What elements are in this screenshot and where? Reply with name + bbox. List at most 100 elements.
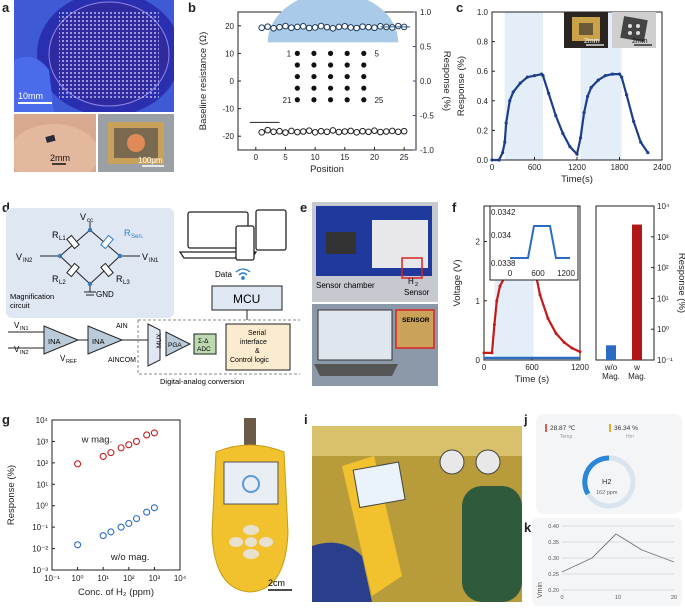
vin2b-sub: IN2 [20,350,29,356]
dac-box [137,319,300,375]
vin2-label: V [16,252,22,262]
y-axis-label-g: Response (%) [6,465,17,525]
data-point-b [359,127,366,135]
rl1-label: R [52,230,59,240]
data-point-b [400,127,408,135]
humidity-value: 36.34 % [614,425,638,432]
data-point-f [495,299,499,303]
data-point-c [632,119,636,124]
panel-label-b: b [188,0,196,15]
vcc-label: V [80,212,86,222]
finger-photo: 2mm [14,114,96,172]
y-tick-label-g: 10⁴ [36,416,49,425]
data-point-b [365,128,372,136]
data-point-b [323,23,331,31]
inset-line-f [510,225,570,259]
data-point-c [501,151,505,155]
data-point-b [264,126,271,134]
vin1-label: V [142,252,148,262]
data-point-g [99,452,107,460]
inset-dot-b [311,73,317,80]
gas-name: H2 [602,477,612,486]
y-tick-label-g: 10⁰ [36,502,48,511]
dac-caption: Digital-analog conversion [160,377,244,386]
panel-label-j: j [524,412,528,427]
data-point-b [388,127,396,135]
gauge-arc [582,455,610,496]
x-tick-label-k: 20 [671,595,677,601]
y-tick-label-k: 0.40 [548,524,559,530]
y-tick-label-f: 2 [476,238,481,247]
data-point-b [299,23,307,30]
data-point-c [646,151,650,155]
package-scale-2: 2mm [632,38,648,45]
data-point-c [639,140,643,144]
sensor-label: SENSOR [402,317,430,324]
data-point-c [541,74,545,78]
bridge-caption-1: Magnification [10,292,54,301]
y-tick-label-k: 0.30 [548,556,559,562]
data-point-c [586,94,590,98]
y-tick-label-k: 0.25 [548,572,559,578]
temp-label: Temp [560,434,572,440]
vmin-label-k: Vmin [537,582,544,598]
chip-scale-label: 100μm [138,156,163,165]
data-point-b [299,128,307,135]
y-tick-label-b: 20 [225,22,234,31]
panel-label-d: d [2,200,10,215]
y-tick-label-b: 0 [230,77,235,86]
x-axis-label-g: Conc. of H₂ (ppm) [78,587,154,598]
y-tick-label-g: 10⁻¹ [32,523,48,532]
aincom-label: AINCOM [108,357,136,364]
x-tick-label-f: 0 [482,363,487,372]
rl1-sub: L1 [59,236,66,242]
rsen-label: R [124,228,131,238]
y2-tick-label-b: 0.0 [420,77,432,86]
panel-label-i: i [304,412,308,427]
x-tick-label-b: 10 [311,153,320,162]
inset-dot-b [311,97,317,103]
data-point-b [347,24,355,31]
ina-1 [43,325,80,355]
data-point-b [329,127,337,134]
data-point-c [504,121,508,125]
data-point-f [498,284,502,288]
data-point-b [288,127,295,135]
data-point-f [538,293,542,297]
data-point-c [503,140,507,144]
data-point-b [311,129,319,136]
legend-w-mag: w mag. [81,434,113,445]
data-point-f [482,351,486,355]
x-tick-label-k: 0 [560,595,563,601]
bar-label-f: w/o [604,363,618,372]
inset-dot-b [361,85,367,91]
inset-dot-b [327,97,334,103]
bar-label-f: Mag. [628,372,646,381]
data-point-f [562,340,566,344]
ppm-value: 162 ppm [596,490,618,496]
data-point-f [570,346,574,350]
gas-cylinder-photo [312,426,522,602]
inset-label-b: 1 [287,49,292,58]
y-tick-label-g: 10² [36,459,48,468]
legend-wo-mag: w/o mag. [110,552,150,563]
data-point-b [359,23,366,30]
data-point-g [117,444,125,452]
mcu-box [211,285,283,311]
finger-scale-label: 2mm [50,153,70,163]
x-tick-label-f: 600 [525,363,539,372]
vref-sub: REF [66,359,78,365]
data-point-g [74,541,82,549]
wifi-icon [235,268,251,280]
data-point-g [125,441,133,449]
y2-axis-label-f: Response (%) [676,253,685,313]
x-axis-label-b: Position [310,164,344,175]
y-tick-label-f: 0 [476,356,481,365]
inset-dot-b [361,50,367,57]
panel-label-e: e [300,200,308,215]
inset-dot-b [294,97,300,103]
inset-label-b: 21 [283,96,292,105]
y2-tick-label-b: 0.5 [420,43,432,52]
inset-tick-f: 0.034 [491,231,512,240]
